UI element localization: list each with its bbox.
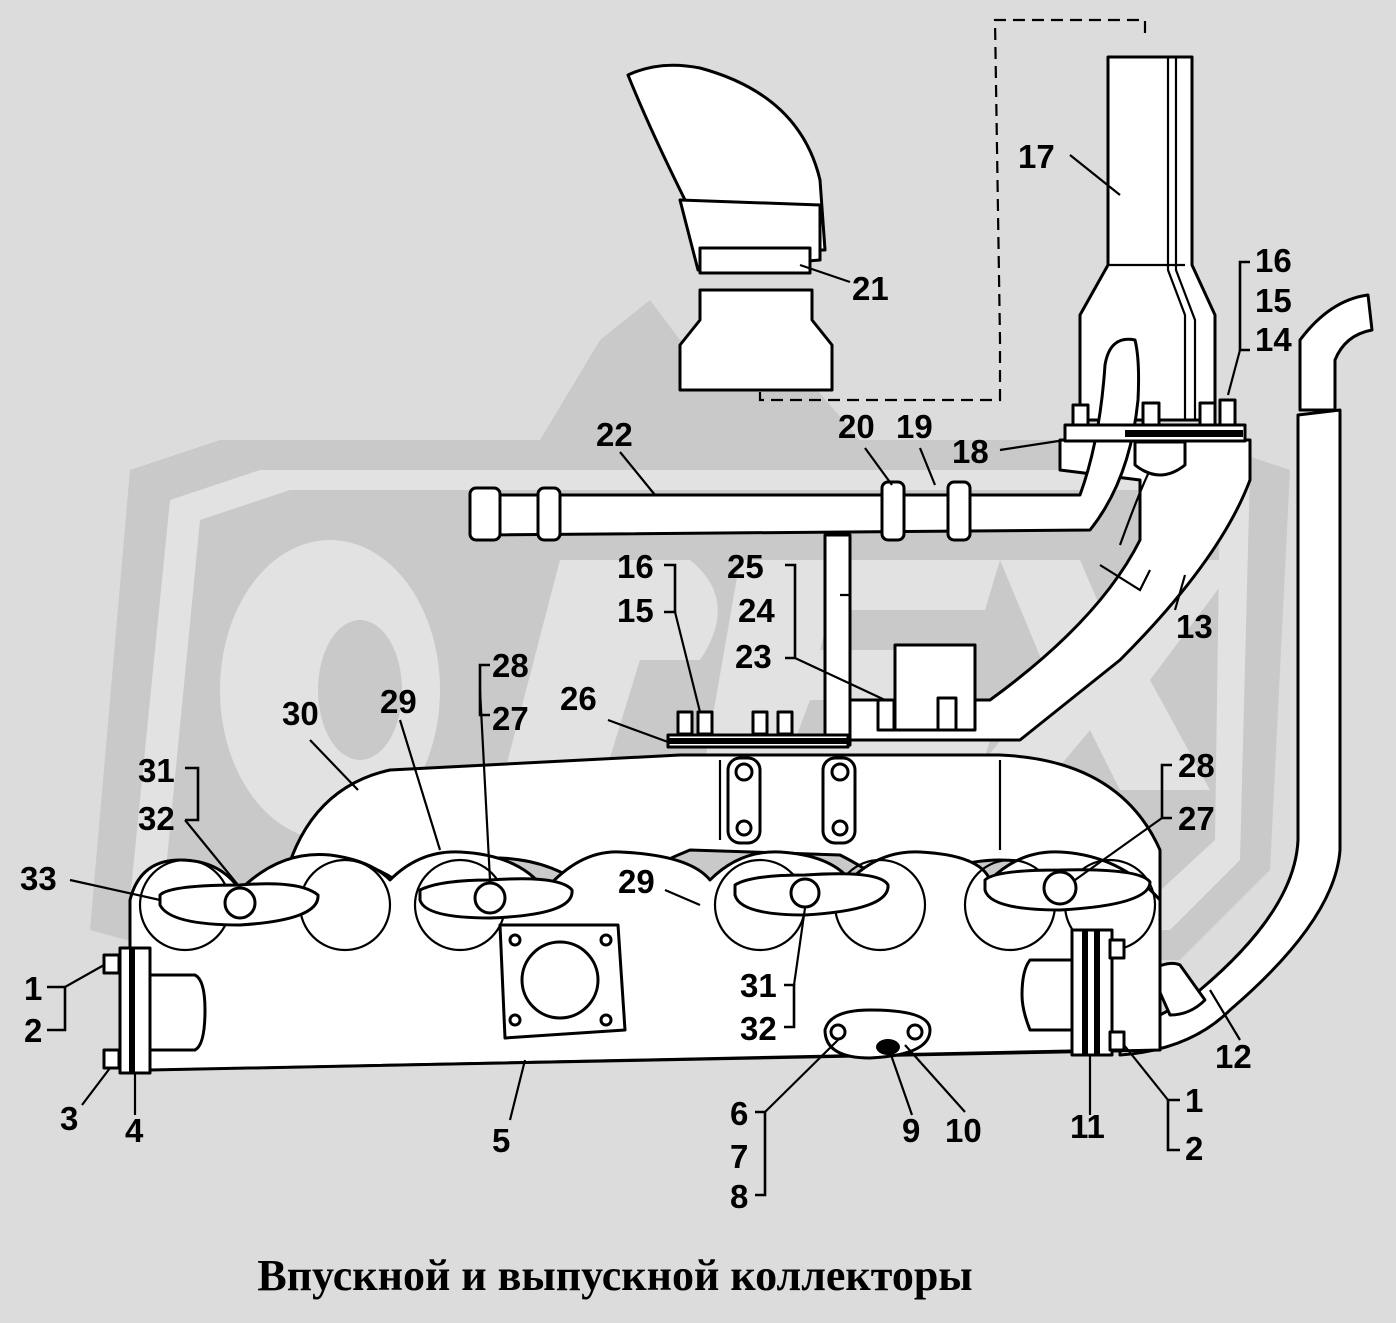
callout-28: 28: [1178, 747, 1215, 784]
callout-24: 24: [738, 592, 775, 629]
dashed-connection-line: [758, 18, 1147, 402]
callout-labels: 17 21 16 15 14 22 20 19 18 16 15 25 24 2…: [20, 138, 1292, 1215]
middle-flange-bolts: [666, 696, 958, 749]
small-cover-part-6: [823, 1008, 932, 1060]
callout-21: 21: [852, 270, 889, 307]
intake-elbow-part-21: [626, 63, 834, 392]
callout-15: 15: [1255, 282, 1292, 319]
right-flange-part-11: [1020, 928, 1126, 1057]
callout-32: 32: [740, 1010, 777, 1047]
callout-22: 22: [596, 416, 633, 453]
callout-18: 18: [952, 433, 989, 470]
leader-lines: [47, 154, 1250, 1197]
callout-23: 23: [735, 638, 772, 675]
callout-13: 13: [1176, 608, 1213, 645]
callout-2: 2: [1185, 1130, 1203, 1167]
callout-17: 17: [1018, 138, 1055, 175]
callout-1: 1: [1185, 1082, 1203, 1119]
callout-33: 33: [20, 860, 57, 897]
callout-8: 8: [730, 1178, 748, 1215]
callout-25: 25: [727, 548, 764, 585]
callout-27: 27: [1178, 800, 1215, 837]
callout-28: 28: [492, 647, 529, 684]
callout-2: 2: [24, 1012, 42, 1049]
callout-26: 26: [560, 680, 597, 717]
callout-10: 10: [945, 1112, 982, 1149]
callout-1: 1: [24, 970, 42, 1007]
callout-27: 27: [492, 700, 529, 737]
callout-3: 3: [60, 1100, 78, 1137]
exhaust-riser-part-17: [1078, 55, 1217, 422]
callout-30: 30: [282, 695, 319, 732]
callout-14: 14: [1255, 321, 1292, 358]
exhaust-body-part-13: [823, 438, 1252, 747]
diagram-title: Впускной и выпускной коллекторы: [257, 1251, 973, 1300]
callout-5: 5: [492, 1122, 510, 1159]
callout-19: 19: [896, 408, 933, 445]
callout-29: 29: [618, 863, 655, 900]
callout-6: 6: [730, 1095, 748, 1132]
callout-29: 29: [380, 683, 417, 720]
callout-16: 16: [1255, 242, 1292, 279]
callout-31: 31: [740, 967, 777, 1004]
left-flange-part-4: [102, 946, 207, 1075]
clamps-part-31: [158, 868, 1152, 927]
exhaust-pipe-part-12: [1118, 293, 1374, 1057]
callout-9: 9: [902, 1112, 920, 1149]
callout-11: 11: [1070, 1108, 1105, 1145]
upper-flange-bolts: [1063, 398, 1247, 477]
callout-7: 7: [730, 1138, 748, 1175]
callout-12: 12: [1215, 1038, 1252, 1075]
callout-15: 15: [617, 592, 654, 629]
callout-31: 31: [138, 752, 175, 789]
callout-32: 32: [138, 800, 175, 837]
callout-16: 16: [617, 548, 654, 585]
callout-20: 20: [838, 408, 875, 445]
callout-4: 4: [125, 1112, 144, 1149]
